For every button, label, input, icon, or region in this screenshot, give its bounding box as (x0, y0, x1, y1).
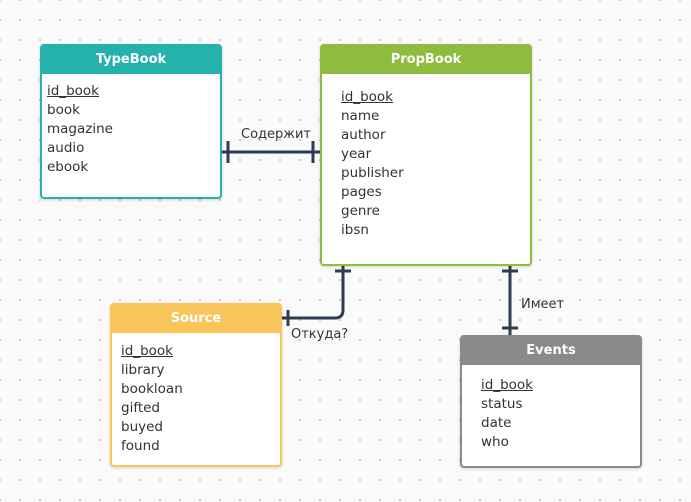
field: buyed (121, 419, 163, 435)
entity-title: PropBook (322, 46, 530, 74)
entity-title: TypeBook (42, 46, 220, 74)
relation-label-has: Имеет (521, 297, 565, 312)
field: gifted (121, 400, 161, 416)
relation-label-from-where: Откуда? (291, 327, 349, 342)
entity-title: Events (462, 337, 640, 365)
relation-label-contains: Содержит (241, 127, 312, 142)
field-list: id_book name author year publisher pages… (322, 74, 530, 240)
entity-source[interactable]: Source id_book library bookloan gifted b… (110, 303, 282, 467)
link-propbook-source (282, 266, 345, 320)
field-primary-key: id_book (341, 89, 393, 105)
field-list: id_book library bookloan gifted buyed fo… (112, 333, 280, 456)
field: publisher (341, 165, 404, 181)
field: name (341, 108, 380, 124)
field: status (481, 396, 523, 412)
field: found (121, 438, 160, 454)
field: magazine (47, 121, 113, 137)
field: book (47, 102, 80, 118)
field: who (481, 434, 509, 450)
field: pages (341, 184, 382, 200)
field: author (341, 127, 386, 143)
field: date (481, 415, 512, 431)
field: ibsn (341, 222, 369, 238)
field: ebook (47, 159, 89, 175)
field-primary-key: id_book (481, 377, 533, 393)
field-primary-key: id_book (121, 343, 173, 359)
field: year (341, 146, 372, 162)
field: library (121, 362, 165, 378)
field-list: id_book book magazine audio ebook (42, 74, 220, 177)
field: genre (341, 203, 380, 219)
entity-title: Source (112, 305, 280, 333)
entity-typebook[interactable]: TypeBook id_book book magazine audio ebo… (40, 44, 222, 199)
entity-events[interactable]: Events id_book status date who (460, 335, 642, 468)
field: audio (47, 140, 85, 156)
field: bookloan (121, 381, 183, 397)
field-primary-key: id_book (47, 83, 99, 99)
entity-propbook[interactable]: PropBook id_book name author year publis… (320, 44, 532, 266)
field-list: id_book status date who (462, 365, 640, 452)
